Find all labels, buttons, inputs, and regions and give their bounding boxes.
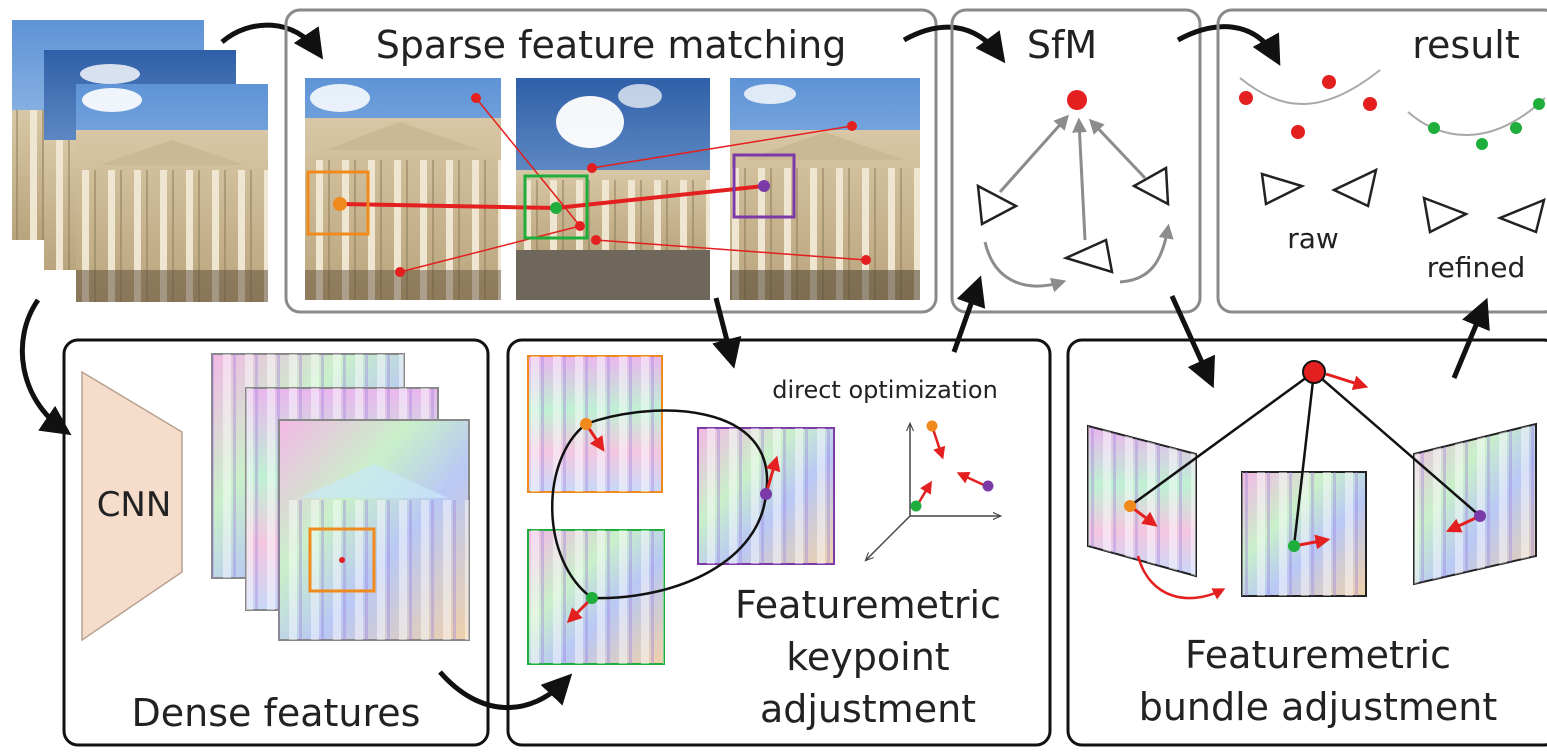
result-title: result (1412, 23, 1520, 67)
flow-arrow-icon (951, 275, 986, 353)
result-box (1216, 8, 1547, 314)
direct-optimization-label: direct optimization (772, 376, 998, 404)
feature-map-stack (211, 353, 470, 641)
camera-icon (1260, 172, 1306, 206)
matching-images (305, 78, 920, 300)
sparse-matching-box (284, 8, 938, 314)
refined-label: refined (1427, 251, 1526, 284)
point-icon (1067, 90, 1087, 110)
sfm-title: SfM (1027, 23, 1097, 67)
keypoint-patches (527, 355, 835, 665)
fka-title-line2: keypoint (786, 635, 949, 679)
dense-features-title: Dense features (132, 691, 421, 735)
point-icon (758, 180, 770, 192)
camera-icon (1496, 197, 1546, 234)
flow-arrow-icon (1176, 24, 1281, 66)
result-raw: raw (1239, 69, 1381, 255)
bundle-adjustment-graph (1087, 360, 1537, 600)
fka-title-line1: Featuremetric (735, 583, 1001, 627)
point-icon (550, 202, 562, 214)
sfm-graph (976, 90, 1174, 293)
fba-title-line2: bundle adjustment (1139, 685, 1498, 729)
dense-features-box (62, 338, 490, 747)
flow-arrow-icon (1169, 294, 1216, 389)
sfm-box (950, 8, 1202, 314)
flow-arrow-icon (1451, 297, 1490, 379)
cnn-block (81, 370, 183, 642)
cnn-label: CNN (97, 485, 172, 525)
flow-arrow-icon (220, 22, 324, 60)
keypoint-adjustment-box (506, 338, 1052, 747)
flow-arrow-icon (438, 670, 573, 711)
camera-icon (1331, 167, 1378, 208)
flow-arrow-icon (902, 24, 1006, 64)
input-image-stack (12, 20, 268, 302)
camera-icon (1422, 196, 1470, 234)
feature-matches (306, 93, 871, 277)
camera-icon (976, 183, 1019, 226)
raw-label: raw (1287, 222, 1339, 255)
camera-icon (1131, 165, 1170, 207)
flow-arrow-icon (712, 297, 742, 369)
fka-title-line3: adjustment (760, 687, 976, 731)
axes-icon (866, 420, 1000, 561)
fba-title-line1: Featuremetric (1185, 633, 1451, 677)
bundle-adjustment-box (1066, 338, 1547, 747)
result-refined: refined (1407, 97, 1546, 284)
sparse-matching-title: Sparse feature matching (376, 23, 847, 67)
point-icon (1302, 360, 1326, 384)
point-icon (333, 197, 347, 211)
camera-icon (1062, 238, 1114, 274)
flow-arrow-icon (19, 298, 72, 436)
